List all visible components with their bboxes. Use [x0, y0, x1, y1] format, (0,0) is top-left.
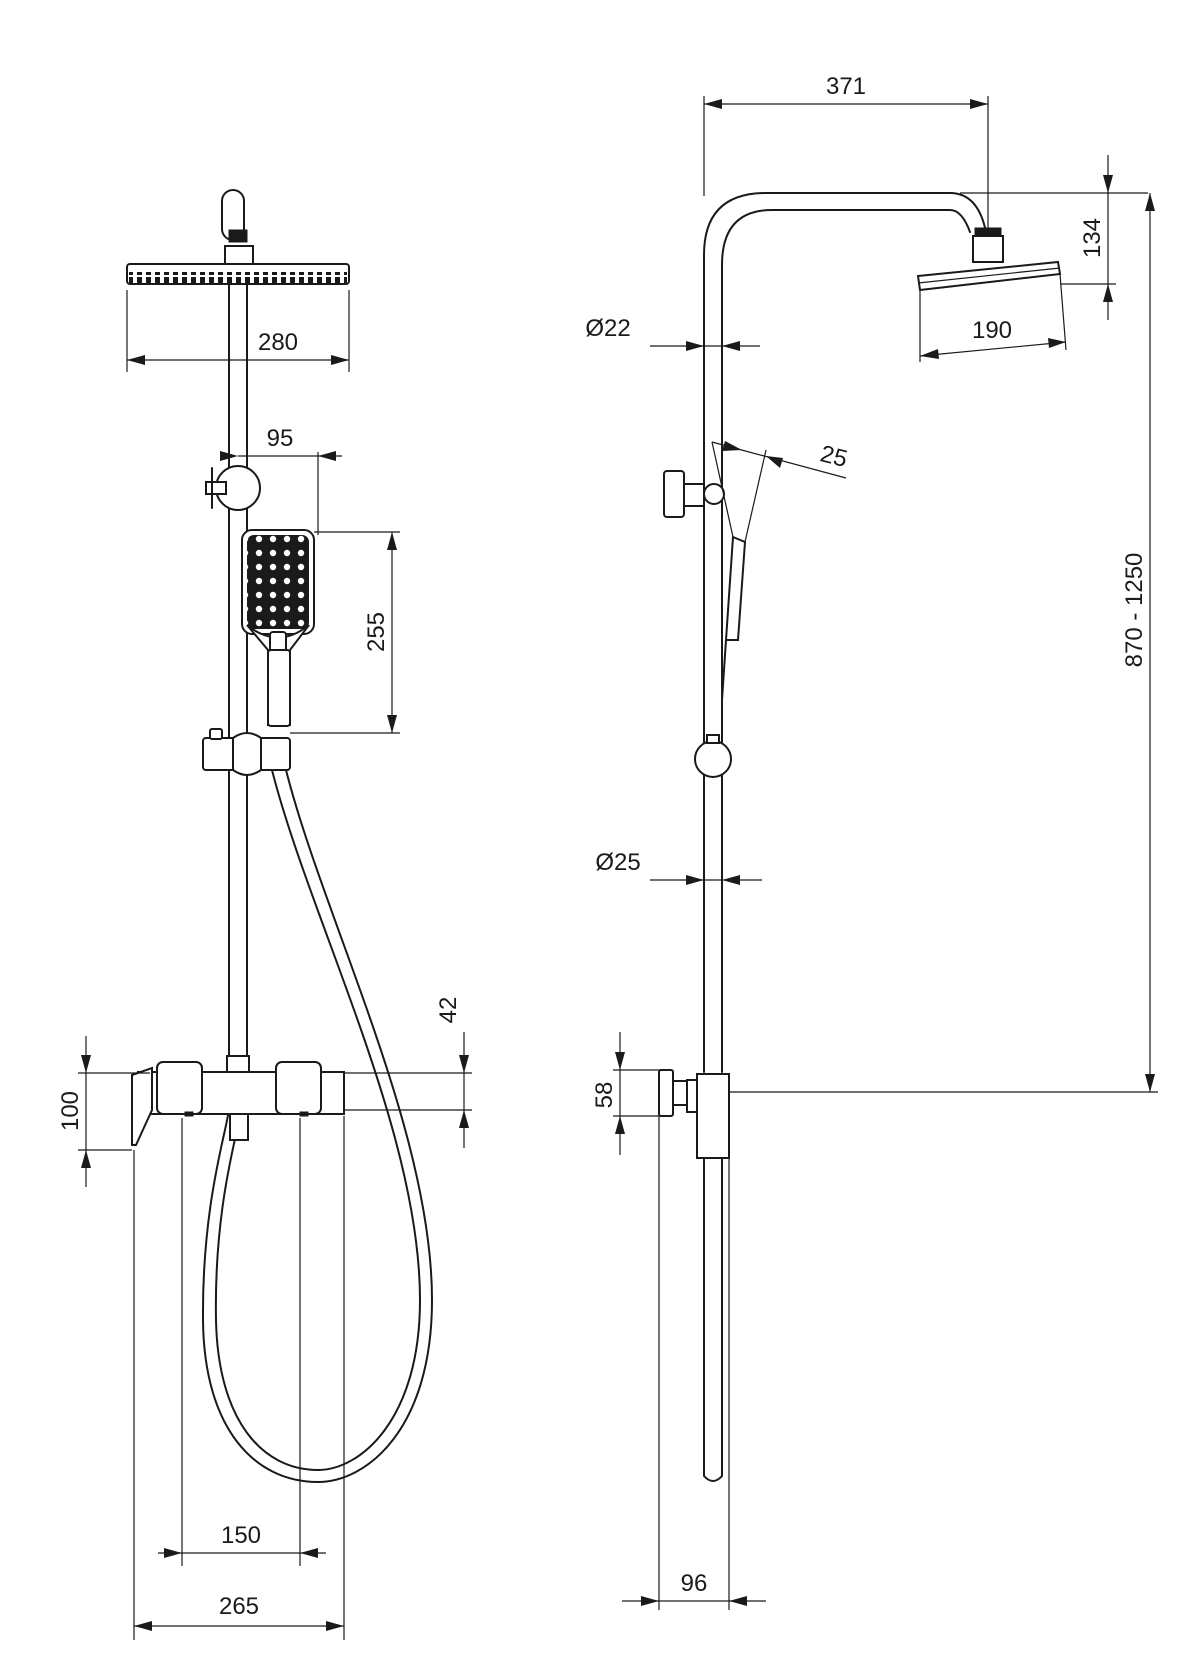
dim-arm-length-label: 371	[826, 73, 866, 100]
dim-mixer-width-label: 265	[219, 1593, 259, 1620]
dim-hand-shower-width: 25	[711, 440, 850, 543]
side-slider-holder	[694, 734, 732, 778]
dim-hand-shower-length: 255	[290, 531, 400, 734]
dim-mixer-depth: 42	[344, 997, 472, 1148]
dim-mixer-width: 265	[133, 1116, 345, 1640]
front-view: 280 95 255 100	[57, 189, 472, 1640]
front-diverter-knob	[205, 465, 261, 511]
dim-rail-diameter-label: Ø25	[595, 849, 640, 876]
dim-head-drop-label: 134	[1079, 218, 1106, 258]
front-slider-holder	[202, 728, 291, 776]
dim-height-range-label: 870 - 1250	[1121, 553, 1148, 668]
front-overhead-shower	[126, 245, 350, 285]
dim-head-width-label: 280	[258, 329, 298, 356]
side-wall-mixer	[658, 1069, 730, 1482]
dim-mixer-depth-label: 42	[435, 997, 462, 1024]
side-view: 371 134 190 Ø22	[585, 73, 1158, 1610]
dim-head-drop: 134	[960, 155, 1148, 320]
dim-inlet-offset: 58	[591, 1032, 666, 1155]
dim-head-diameter-label: 190	[972, 317, 1012, 344]
dim-hand-shower-length-label: 255	[363, 612, 390, 652]
dim-inlet-offset-label: 58	[591, 1082, 618, 1109]
dim-mixer-height-label: 100	[57, 1091, 84, 1131]
dim-hand-shower-width-label: 25	[818, 440, 850, 473]
dim-arm-tube-diameter: Ø22	[585, 315, 760, 351]
dim-height-range: 870 - 1250	[729, 193, 1158, 1093]
dim-rail-diameter: Ø25	[595, 849, 762, 885]
dim-arm-length: 371	[703, 73, 989, 230]
dim-head-width: 280	[126, 290, 350, 372]
side-overhead-shower	[916, 260, 1062, 292]
dim-inlet-spacing-label: 150	[221, 1522, 261, 1549]
dim-wall-distance: 96	[622, 1116, 766, 1610]
dim-head-diameter: 190	[919, 273, 1067, 362]
front-shower-hose	[201, 769, 433, 1483]
front-hand-shower	[241, 529, 315, 727]
dim-arm-offset-label: 95	[267, 425, 294, 452]
side-diverter-knob	[663, 470, 725, 518]
dim-arm-tube-diameter-label: Ø22	[585, 315, 630, 342]
side-hand-shower	[721, 535, 747, 701]
front-thermostatic-mixer	[131, 1055, 345, 1146]
dim-mixer-height: 100	[57, 1036, 150, 1187]
dim-inlet-spacing: 150	[158, 1118, 326, 1566]
dim-wall-distance-label: 96	[681, 1570, 708, 1597]
dim-arm-offset: 95	[220, 425, 342, 535]
side-rail-and-arm	[703, 192, 1004, 1073]
